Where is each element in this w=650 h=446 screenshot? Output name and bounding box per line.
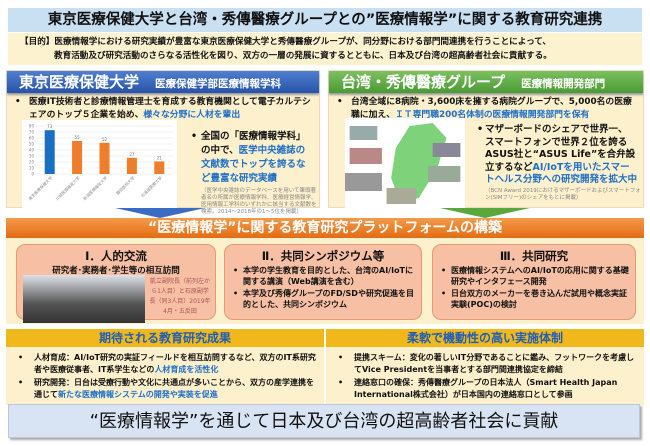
tokyo-header: 東京医療保健大学 医療保健学部医療情報学科 (7, 71, 319, 93)
research-bullet-2: 日台双方のメーカーを巻き込んだ試用や概念実証実験(POC)の検討 (433, 287, 635, 310)
down-arrow-icon (440, 208, 530, 218)
bar (126, 157, 137, 174)
taiwan-panel: 台湾・秀傳醫療グループ 医療情報開発部門 台湾全域に8病院・3,600床を擁する病… (328, 70, 644, 208)
data-label: 27 (129, 152, 135, 157)
photo-caption: 凱立副院長（前列左から1人目）と石原副学長（同3人目）2019年4月・五反田 (149, 278, 211, 315)
taiwan-header: 台湾・秀傳醫療グループ 医療情報開発部門 (329, 71, 643, 93)
tokyo-bullet-2: 全国の「医療情報学科」の中で、医学中央雑誌の文献数でトップを誇るなど豊富な研究実… (183, 127, 317, 186)
highlight: 新たな医療情報システムの開発や実装を促進 (58, 390, 218, 399)
outcomes-title: 期待される教育研究成果 (6, 329, 324, 347)
x-tick-label: 藤田医科大学 (114, 174, 135, 195)
x-tick-label: 新潟医療福祉大学 (81, 174, 108, 201)
y-tick-label: 30 (29, 154, 35, 159)
text: 全国の「医療情報学科」の中で、 (201, 131, 306, 156)
tokyo-bullet-1: 医療IT技術者と診療情報管理士を育成する教育機関として電子カルテシェアのトップ５… (7, 93, 319, 122)
taiwan-note: （BCN Award 2019におけるマザーボードおよびスマートフォン(SIMフ… (485, 187, 641, 201)
y-tick-label: 40 (29, 148, 35, 153)
joint-research-box: Ⅲ．共同研究 医療情報システムへのAI/IoTの応用に関する基礎研究やインタフェ… (432, 244, 636, 320)
text: 台湾全域に8病院・3,600床を擁する病院グループで、5,000名の医療職に加え… (351, 97, 632, 120)
system-title: 柔軟で機動性の高い実施体制 (326, 329, 644, 347)
outcomes-bullet-2: 研究開発：日台は受療行動や文化に共通点が多いことから、双方の産学連携を通じて新た… (6, 376, 324, 401)
purpose-line1: 【目的】医療情報学における研究実績が豊富な東京医療保健大学と秀傳醫療グループが、… (20, 37, 552, 47)
data-label: 73 (47, 124, 53, 129)
text: 人材育成：AI/IoT研究の実証フィールドを相互訪問するなど、双方のIT系研究者… (34, 353, 316, 374)
tokyo-note: （医学中央雑誌のデータベースを用いて筆頭著者名の所属が医療情報学科、医療経営情報… (201, 188, 317, 215)
taiwan-hospital-map (345, 118, 465, 208)
joint-research-title: Ⅲ．共同研究 (499, 249, 569, 263)
exchange-box: Ⅰ．人的交流 研究者･実務者･学生等の相互訪問 凱立副院長（前列左から1人目）と… (16, 244, 216, 323)
data-label: 55 (75, 135, 81, 140)
bar (44, 130, 55, 174)
text: マザーボードのシェアで世界一、スマートフォンで世界２位を誇るASUS社と“ASU… (485, 124, 636, 173)
y-tick-label: 0 (31, 172, 34, 177)
outcomes-bullet-1: 人材育成：AI/IoT研究の実証フィールドを相互訪問するなど、双方のIT系研究者… (6, 351, 324, 376)
bar (72, 141, 83, 174)
y-tick-label: 10 (29, 166, 35, 171)
data-label: 21 (157, 155, 163, 160)
x-tick-label: 北海道医療大学 (139, 174, 163, 198)
highlight: 様々な分野に人材を輩出 (143, 110, 241, 120)
platform-title: “医療情報学”に関する教育研究プラットフォームの構築 (6, 218, 644, 238)
highlight: AI/IoTを用いたスマートヘルス分野への研究開発を拡大中 (485, 161, 638, 186)
outcomes-panel: 期待される教育研究成果 人材育成：AI/IoT研究の実証フィールドを相互訪問する… (6, 329, 324, 405)
page-title: 東京医療保健大学と台湾・秀傳醫療グループとの”医療情報学”に関する教育研究連携 (8, 8, 642, 32)
symposium-bullet-2: 本学及び秀傳グループのFD/SDや研究促進を目的とした、共同シンポジウム (225, 287, 421, 310)
exchange-subtitle: 研究者･実務者･学生等の相互訪問 (52, 266, 180, 276)
highlight: ＩＴ専門職200名体制の医療情報開発部門を保有 (395, 110, 590, 120)
y-tick-label: 20 (29, 160, 35, 165)
highlight: 人材育成を活性化 (154, 365, 219, 374)
text: 研究開発：日台は受療行動や文化に共通点が多いことから、双方の産学連携を通じて (34, 378, 314, 399)
final-statement: “医療情報学”を通じて日本及び台湾の超高齢者社会に貢献 (8, 404, 640, 438)
taiwan-title: 台湾・秀傳醫療グループ (341, 73, 506, 91)
bar (99, 142, 110, 174)
purpose-box: 【目的】医療情報学における研究実績が豊富な東京医療保健大学と秀傳醫療グループが、… (8, 33, 642, 65)
taiwan-subtitle: 医療情報開発部門 (521, 78, 606, 90)
symposium-box: Ⅱ．共同シンポジウム等 本学の学生教育を目的とした、台湾のAI/IoTに関する講… (224, 244, 422, 320)
highlight: 医学中央雑誌の文献数でトップを誇るなど豊富な研究実績 (201, 145, 306, 184)
research-bullet-1: 医療情報システムへのAI/IoTの応用に関する基礎研究やインタフェース開発 (433, 264, 635, 287)
symposium-title: Ⅱ．共同シンポジウム等 (261, 249, 385, 263)
y-tick-label: 50 (29, 142, 35, 147)
system-bullet-2: 連絡窓口の確保：秀傳醫療グループの日本法人（Smart Health Japan… (326, 376, 644, 401)
bar (154, 161, 165, 174)
data-label: 52 (102, 137, 108, 142)
system-panel: 柔軟で機動性の高い実施体制 提携スキーム：変化の著しいIT分野であることに鑑み、… (326, 329, 644, 405)
down-arrow-icon (115, 208, 205, 218)
text: 医療IT技術者と診療情報管理士を育成する教育機関として電子カルテシェアのトップ５… (29, 97, 311, 120)
tokyo-subtitle: 医療保健学部医療情報学科 (155, 78, 282, 90)
x-tick-label: 川崎医療福祉大学 (54, 174, 81, 201)
tokyo-title: 東京医療保健大学 (19, 73, 140, 91)
y-tick-label: 80 (29, 124, 35, 129)
x-tick-label: 東京医療保健大学 (27, 174, 54, 201)
y-tick-label: 60 (29, 136, 35, 141)
taiwan-bullet-2: マザーボードのシェアで世界一、スマートフォンで世界２位を誇るASUS社と“ASU… (469, 121, 643, 187)
tokyo-panel: 東京医療保健大学 医療保健学部医療情報学科 医療IT技術者と診療情報管理士を育成す… (6, 70, 320, 215)
group-photo (23, 275, 145, 323)
symposium-bullet-1: 本学の学生教育を目的とした、台湾のAI/IoTに関する講演（Web講演を含む） (225, 264, 421, 287)
taiwan-bullet-1: 台湾全域に8病院・3,600床を擁する病院グループで、5,000名の医療職に加え… (329, 93, 643, 122)
exchange-title: Ⅰ．人的交流 (85, 249, 147, 263)
y-tick-label: 70 (29, 130, 35, 135)
system-bullet-1: 提携スキーム：変化の著しいIT分野であることに鑑み、フットワークを考慮してVic… (326, 351, 644, 376)
purpose-line2: 教育活動及び研究活動のさらなる活性化を図り、双方の一層の発展に資するとともに、日… (54, 51, 552, 61)
